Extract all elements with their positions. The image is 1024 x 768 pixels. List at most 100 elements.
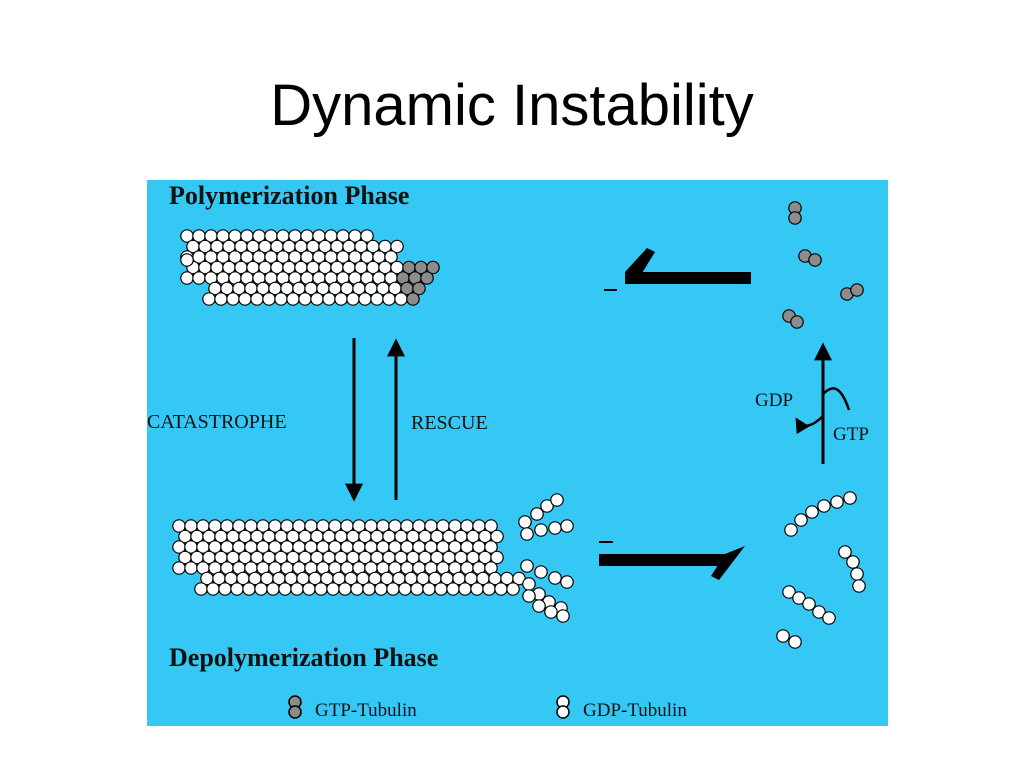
gdp-tubulin-bead: [346, 292, 360, 306]
gdp-tubulin-bead: [548, 571, 562, 585]
gdp-tubulin-bead: [358, 292, 372, 306]
gdp-tubulin-bead: [482, 582, 496, 596]
nucleotide-exchange-arrow: [795, 342, 851, 464]
gdp-tubulin-legend-icon: [556, 695, 570, 719]
gdp-tubulin-bead: [852, 579, 866, 593]
gdp-tubulin-bead: [548, 521, 562, 535]
depolymerizing-microtubule: [172, 493, 574, 623]
free-gtp-dimers: [782, 201, 864, 329]
gdp-tubulin-bead: [384, 250, 398, 264]
gdp-tubulin-bead: [792, 591, 806, 605]
gdp-tubulin-bead: [350, 582, 364, 596]
gdp-tubulin-bead: [520, 559, 534, 573]
gtp-tubulin-bead: [420, 271, 434, 285]
gdp-tubulin-bead: [805, 505, 819, 519]
gdp-tubulin-bead: [334, 292, 348, 306]
gdp-tubulin-bead: [530, 507, 544, 521]
slide-title: Dynamic Instability: [270, 73, 754, 138]
catastrophe-label: CATASTROPHE: [147, 411, 287, 433]
gdp-tubulin-bead: [544, 605, 558, 619]
gdp-tubulin-bead: [838, 545, 852, 559]
gtp-tubulin-bead: [790, 315, 804, 329]
gdp-tubulin-bead: [266, 582, 280, 596]
gdp-tubulin-bead: [490, 550, 504, 565]
polymerizing-microtubule: [180, 229, 440, 306]
gdp-tubulin-bead: [794, 513, 808, 527]
gdp-tubulin-bead: [322, 292, 336, 306]
gdp-tubulin-bead: [788, 635, 802, 649]
gdp-tubulin-bead: [262, 292, 276, 306]
gdp-tubulin-bead: [362, 582, 376, 596]
gdp-tubulin-bead: [338, 582, 352, 596]
gtp-tubulin-bead: [788, 211, 802, 225]
gdp-tubulin-bead: [206, 582, 220, 596]
gdp-tubulin-bead: [490, 529, 504, 544]
gdp-tubulin-bead: [180, 253, 194, 267]
dynamic-instability-diagram: Polymerization Phase Depolymerization Ph…: [147, 180, 888, 726]
gdp-tubulin-bead: [290, 582, 304, 596]
gdp-tubulin-bead: [386, 582, 400, 596]
gdp-tubulin-bead: [556, 609, 570, 623]
addition-half-arrow: [604, 248, 751, 291]
depolymerization-phase-label: Depolymerization Phase: [169, 643, 438, 672]
gdp-tubulin-bead: [254, 582, 268, 596]
gdp-tubulin-bead: [484, 519, 498, 533]
gdp-tubulin-bead: [446, 582, 460, 596]
gdp-tubulin-bead: [390, 239, 404, 254]
gdp-tubulin-bead: [286, 292, 300, 306]
gtp-tubulin-bead: [406, 292, 420, 306]
gdp-tubulin-bead: [184, 561, 198, 575]
gdp-tubulin-bead: [522, 589, 536, 603]
gdp-tubulin-bead: [250, 292, 264, 306]
gdp-tubulin-bead: [326, 582, 340, 596]
gdp-tubulin-bead: [398, 582, 412, 596]
gdp-tubulin-bead: [180, 271, 194, 285]
gdp-tubulin-legend-label: GDP-Tubulin: [583, 700, 687, 721]
rescue-label: RESCUE: [411, 412, 488, 434]
gdp-tubulin-bead: [302, 582, 316, 596]
gtp-tubulin-bead: [850, 283, 864, 297]
release-half-arrow: [599, 541, 745, 580]
gdp-tubulin-bead: [172, 561, 186, 575]
gdp-tubulin-bead: [226, 292, 240, 306]
gdp-tubulin-bead: [534, 523, 548, 537]
gdp-tubulin-bead: [422, 582, 436, 596]
gdp-tubulin-bead: [194, 582, 208, 596]
gdp-tubulin-bead: [470, 582, 484, 596]
gdp-tubulin-bead: [278, 582, 292, 596]
gdp-tubulin-bead: [817, 499, 831, 513]
gdp-tubulin-bead: [506, 582, 520, 596]
gdp-tubulin-bead: [218, 582, 232, 596]
gdp-tubulin-bead: [484, 540, 498, 554]
gdp-tubulin-bead: [230, 582, 244, 596]
gdp-tubulin-bead: [192, 271, 206, 285]
gdp-tubulin-bead: [238, 292, 252, 306]
gdp-tubulin-bead: [534, 565, 548, 579]
gdp-label: GDP: [755, 390, 793, 411]
gdp-tubulin-bead: [214, 292, 228, 306]
gdp-tubulin-bead: [242, 582, 256, 596]
gdp-tubulin-bead: [274, 292, 288, 306]
gdp-tubulin-bead: [374, 582, 388, 596]
gdp-tubulin-bead: [812, 605, 826, 619]
gdp-tubulin-bead: [550, 493, 564, 507]
gdp-tubulin-bead: [782, 585, 796, 599]
gdp-tubulin-bead: [202, 292, 216, 306]
gdp-tubulin-bead: [314, 582, 328, 596]
polymerization-phase-label: Polymerization Phase: [169, 181, 409, 210]
gdp-tubulin-bead: [850, 567, 864, 581]
gdp-tubulin-bead: [434, 582, 448, 596]
gdp-tubulin-bead: [298, 292, 312, 306]
gtp-tubulin-legend-icon: [288, 695, 302, 719]
gdp-tubulin-bead: [370, 292, 384, 306]
gdp-tubulin-bead: [522, 577, 536, 591]
gtp-label: GTP: [833, 424, 869, 445]
gdp-tubulin-bead: [560, 519, 574, 533]
gtp-tubulin-bead: [412, 281, 426, 296]
gdp-tubulin-bead: [520, 527, 534, 541]
gdp-tubulin-bead: [784, 523, 798, 537]
free-gdp-oligomers: [776, 491, 866, 649]
gdp-tubulin-bead: [458, 582, 472, 596]
gdp-tubulin-bead: [843, 491, 857, 505]
gdp-tubulin-bead: [830, 495, 844, 509]
